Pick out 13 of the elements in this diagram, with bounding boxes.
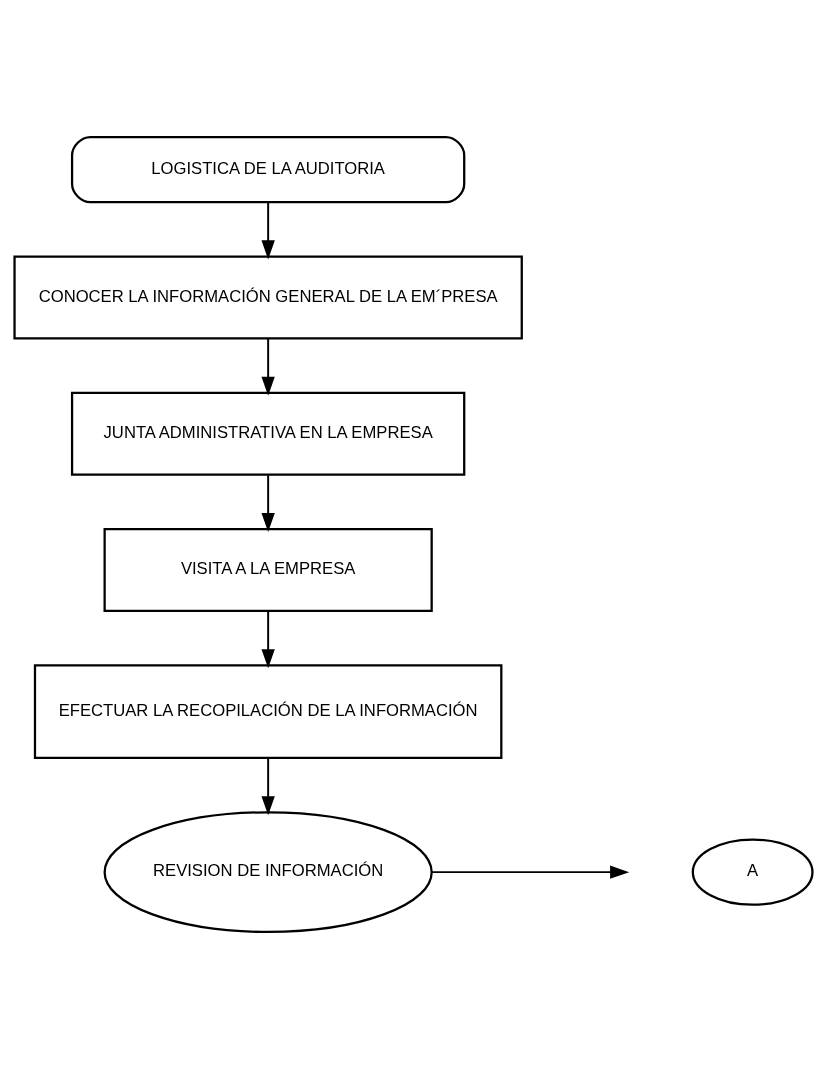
- arrow: [431, 864, 630, 879]
- arrow: [261, 473, 275, 532]
- arrow: [261, 337, 275, 396]
- node-box: EFECTUAR LA RECOPILACIÓN DE LA INFORMACIÓN: [33, 663, 503, 759]
- node-ellipse: A: [691, 837, 814, 906]
- node-box: LOGISTICA DE LA AUDITORIA: [70, 135, 466, 203]
- arrow: [261, 756, 275, 815]
- node-box: CONOCER LA INFORMACIÓN GENERAL DE LA EM´PRESA: [13, 255, 523, 340]
- arrow: [261, 610, 275, 668]
- arrow: [261, 201, 275, 259]
- node-box: JUNTA ADMINISTRATIVA EN LA EMPRESA: [70, 391, 466, 476]
- node-ellipse: REVISION DE INFORMACIÓN: [103, 810, 433, 933]
- node-box: VISITA A LA EMPRESA: [103, 527, 433, 612]
